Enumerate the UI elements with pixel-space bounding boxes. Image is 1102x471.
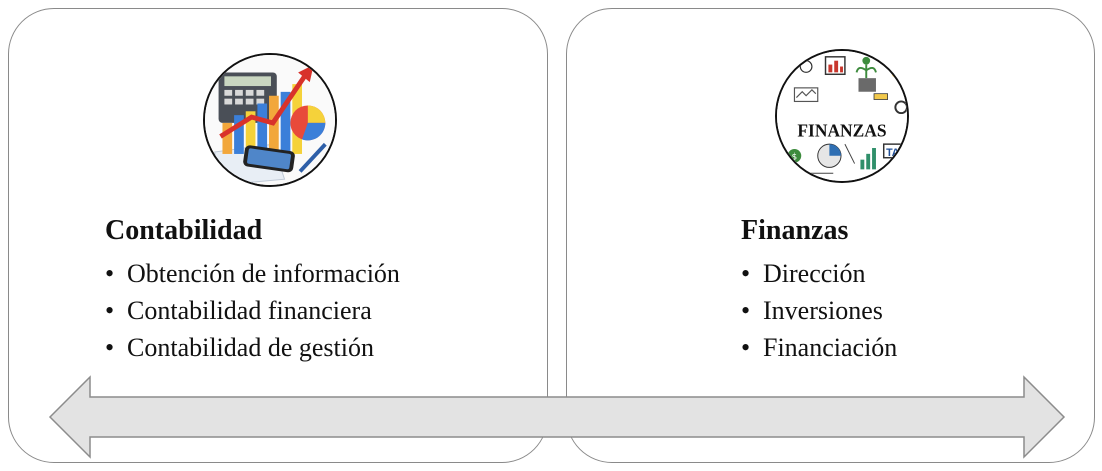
title-contabilidad: Contabilidad bbox=[105, 215, 263, 246]
panel-contabilidad: Contabilidad Obtención de información Co… bbox=[8, 8, 548, 463]
svg-text:$: $ bbox=[792, 153, 798, 163]
finance-doodle-icon: FINANZAS TAX $ bbox=[775, 49, 909, 183]
list-finanzas: Dirección Inversiones Financiación bbox=[741, 255, 897, 366]
panel-finanzas: FINANZAS TAX $ Finanzas Dirección Invers… bbox=[566, 8, 1095, 463]
list-item: Contabilidad financiera bbox=[105, 292, 400, 329]
accounting-chart-calculator-icon bbox=[203, 53, 337, 187]
list-item: Obtención de información bbox=[105, 255, 400, 292]
list-contabilidad: Obtención de información Contabilidad fi… bbox=[105, 255, 400, 366]
tax-label: TAX bbox=[886, 147, 907, 159]
finanzas-image-label: FINANZAS bbox=[797, 120, 886, 140]
title-finanzas: Finanzas bbox=[741, 215, 849, 246]
list-item: Dirección bbox=[741, 255, 897, 292]
list-item: Financiación bbox=[741, 329, 897, 366]
list-item: Contabilidad de gestión bbox=[105, 329, 400, 366]
list-item: Inversiones bbox=[741, 292, 897, 329]
